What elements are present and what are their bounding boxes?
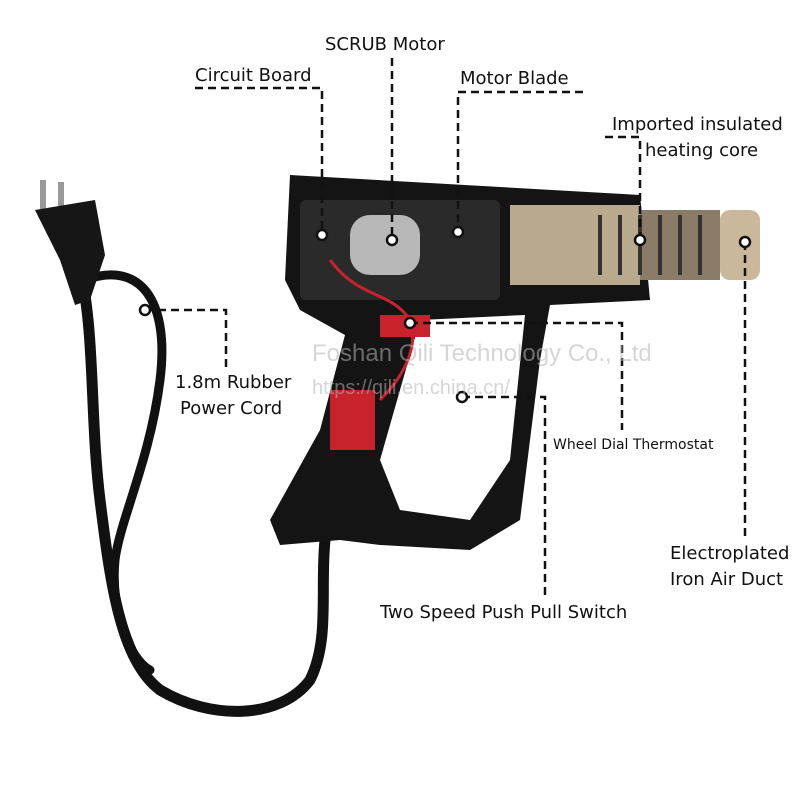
label-power-cord-line1: 1.8m Rubber	[175, 372, 292, 393]
gun-body	[270, 175, 760, 550]
label-power-cord-line2: Power Cord	[180, 398, 283, 419]
leader-dots	[138, 225, 752, 404]
power-cord	[74, 264, 331, 717]
label-thermostat: Wheel Dial Thermostat	[553, 437, 714, 453]
leader-power-cord	[145, 308, 228, 372]
label-heating-core-line2: heating core	[645, 140, 759, 161]
watermark-url: https://qili.en.china.cn/	[312, 377, 510, 399]
label-circuit-board: Circuit Board	[195, 65, 312, 86]
label-air-duct-line2: Iron Air Duct	[670, 569, 784, 590]
label-scrub-motor: SCRUB Motor	[325, 34, 445, 55]
leader-circuit-board	[195, 86, 324, 235]
plug	[35, 180, 105, 305]
leader-thermostat	[410, 321, 624, 430]
watermark-company: Foshan Qili Technology Co., Ltd	[312, 340, 652, 367]
leader-switch	[462, 395, 547, 600]
leader-lines	[145, 58, 747, 600]
label-air-duct-line1: Electroplated	[670, 543, 790, 564]
label-switch: Two Speed Push Pull Switch	[380, 602, 628, 623]
label-heating-core-line1: Imported insulated	[612, 114, 783, 135]
leader-motor-blade	[456, 90, 583, 232]
label-motor-blade: Motor Blade	[460, 68, 569, 89]
